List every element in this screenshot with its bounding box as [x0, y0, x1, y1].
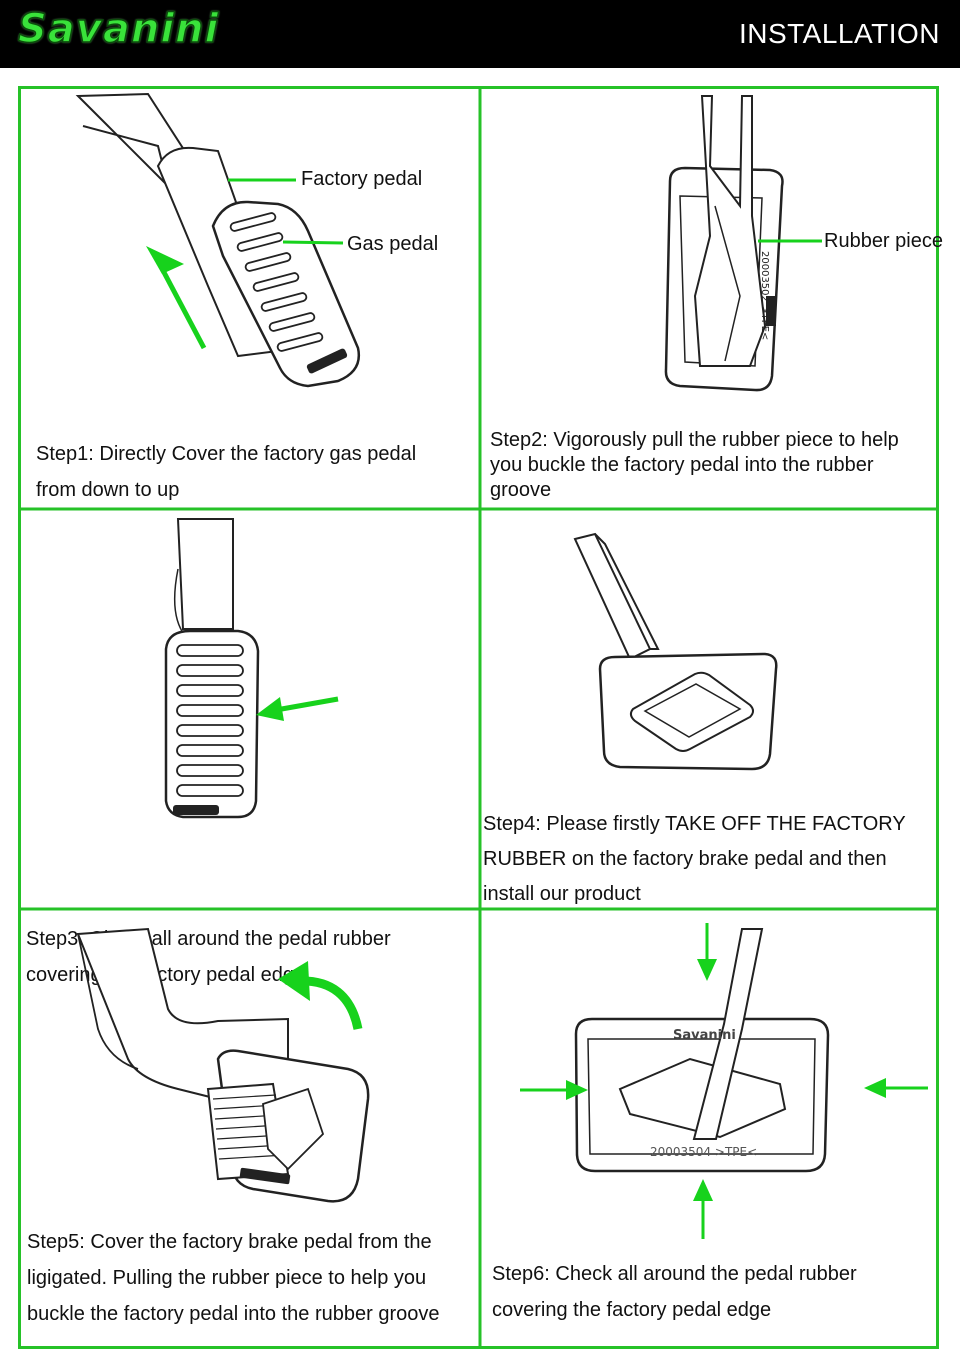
step-1-text: Step1: Directly Cover the factory gas pe… [36, 443, 417, 501]
step-2-text: Step2: Vigorously pull the rubber piece … [490, 429, 899, 501]
final-check-illustration: 20003504 >TPE< Savanini [520, 923, 928, 1239]
brand-logo: Savanini [17, 5, 220, 53]
callout-factory-pedal: Factory pedal [301, 168, 423, 190]
step-3-panel: Step3: Check all around the pedal rubber… [18, 509, 480, 986]
step-4-panel: Step4: Please firstly TAKE OFF THE FACTO… [480, 509, 939, 909]
grid-frame [18, 86, 939, 1349]
page-title: INSTALLATION [738, 18, 940, 49]
step-4-text: Step4: Please firstly TAKE OFF THE FACTO… [483, 813, 906, 905]
step-5-text: Step5: Cover the factory brake pedal fro… [27, 1231, 440, 1325]
header-bar: Savanini INSTALLATION [0, 0, 960, 68]
step-6-text: Step6: Check all around the pedal rubber… [492, 1263, 857, 1321]
svg-text:20003504 >TPE<: 20003504 >TPE< [650, 1145, 757, 1159]
brake-pedal-cover-illustration [76, 927, 370, 1203]
rubber-piece-pull-illustration: 20003502 >TPE< [664, 95, 822, 392]
callout-rubber-piece: Rubber piece [824, 230, 943, 252]
instruction-grid: Factory pedal Gas pedal Step1: Directly … [18, 86, 943, 1349]
pedal-edge-check-illustration [164, 518, 339, 819]
step-6-panel: 20003504 >TPE< Savanini Step6: Check all… [480, 909, 939, 1349]
step-1-panel: Factory pedal Gas pedal Step1: Directly … [18, 86, 480, 509]
svg-text:Savanini: Savanini [673, 1028, 736, 1043]
remove-factory-rubber-illustration [573, 532, 778, 771]
step-5-panel: Step5: Cover the factory brake pedal fro… [18, 909, 480, 1349]
svg-text:20003502 >TPE<: 20003502 >TPE< [759, 251, 770, 340]
gas-pedal-cover-illustration [75, 92, 361, 388]
callout-gas-pedal: Gas pedal [347, 233, 439, 255]
step-2-panel: 20003502 >TPE< Rubber piece Step2: Vigor… [480, 86, 943, 509]
